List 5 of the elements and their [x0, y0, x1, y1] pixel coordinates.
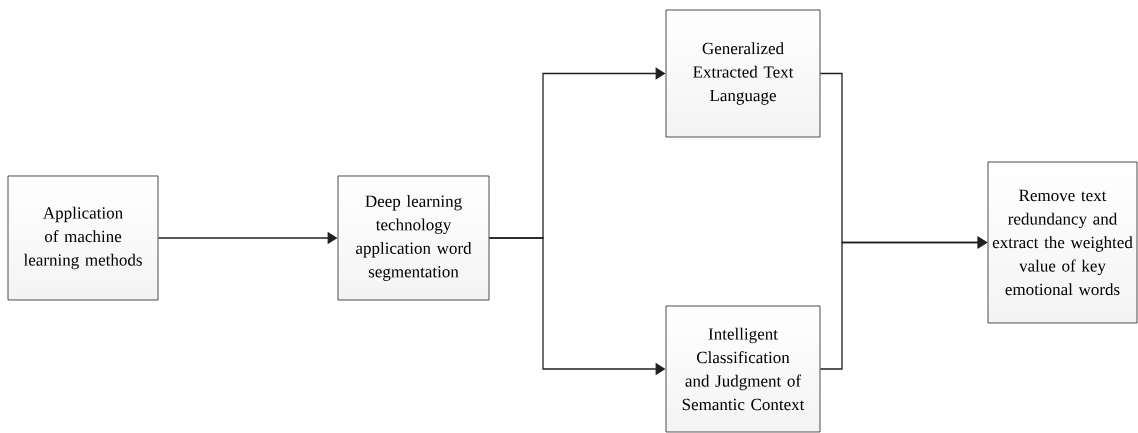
process-box: Remove text redundancy and extract the weighted value of key emotional words — [987, 161, 1138, 324]
process-box: Generalized Extracted Text Language — [665, 9, 821, 138]
process-box: Application of machine learning methods — [7, 175, 159, 301]
process-box: Deep learning technology application word segmentation — [337, 175, 490, 301]
process-box: Intelligent Classification and Judgment of Semantic Context — [665, 305, 821, 433]
